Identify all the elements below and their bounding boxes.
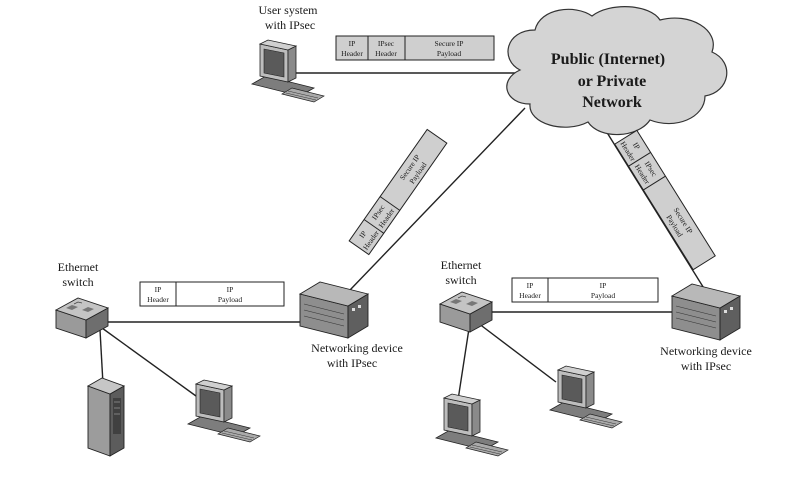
link-right-switch-to-pc2 [473,319,557,383]
user-system-computer [251,39,325,103]
network-cloud: Public (Internet) or Private Network [506,6,728,136]
packet-right-plain-ip-line2: Header [519,291,541,300]
switch-left-label-line1: Ethernet [58,260,99,274]
workstation-right-2 [549,365,623,429]
packet-ipsec-diagonal-left: IP Header IPsec Header Secure IP Payload [348,128,448,256]
netdev-right-label-line2: with IPsec [681,359,731,373]
cloud-label-line3: Network [582,94,642,111]
link-left-switch-to-pc [101,327,197,397]
user-system-label-line1: User system [259,3,319,17]
link-left-switch-to-server [99,329,104,385]
packet-left-plain-payload-line2: Payload [218,295,242,304]
packet-right-plain-payload-line2: Payload [591,291,615,300]
packet-top-ipsec-line1: IPsec [378,39,395,48]
packet-left-plain-payload-line1: IP [227,285,234,294]
packet-ipsec-diagonal-right: IP Header IPsec Header Secure IP Payload [614,129,716,271]
packet-plain-right: IP Header IP Payload [511,277,659,303]
switch-right-label-line2: switch [445,273,476,287]
packet-top-ip-line1: IP [349,39,356,48]
packet-right-plain-ip-line1: IP [527,281,534,290]
netdev-left-label-line1: Networking device [311,341,403,355]
switch-right-label-line1: Ethernet [441,258,482,272]
networking-device-left [299,281,369,339]
netdev-left-label-line2: with IPsec [327,356,377,370]
packet-top-ip-line2: Header [341,49,363,58]
packet-left-plain-ip-line1: IP [155,285,162,294]
cloud-label-line1: Public (Internet) [551,51,665,68]
link-left-netdev-to-cloud [349,107,526,291]
packet-ipsec-top: IP Header IPsec Header Secure IP Payload [335,35,495,61]
packet-top-payload-line2: Payload [437,49,461,58]
networking-device-right [671,283,741,341]
packet-left-ip-line1: IP [357,229,368,240]
packet-top-ipsec-line2: Header [375,49,397,58]
packet-right-ip-line1: IP [631,141,642,151]
switch-left-label-line2: switch [62,275,93,289]
user-system-label-line2: with IPsec [265,18,315,32]
tower-server-left [87,377,125,457]
workstation-left [187,379,261,443]
packet-plain-left: IP Header IP Payload [139,281,285,307]
ethernet-switch-right [439,291,493,333]
cloud-label-line2: or Private [578,73,647,90]
packet-right-plain-payload-line1: IP [600,281,607,290]
packet-left-plain-ip-line2: Header [147,295,169,304]
netdev-right-label-line1: Networking device [660,344,752,358]
link-right-switch-to-pc1 [457,321,471,401]
packet-top-payload-line1: Secure IP [435,39,464,48]
workstation-right-1 [435,393,509,457]
